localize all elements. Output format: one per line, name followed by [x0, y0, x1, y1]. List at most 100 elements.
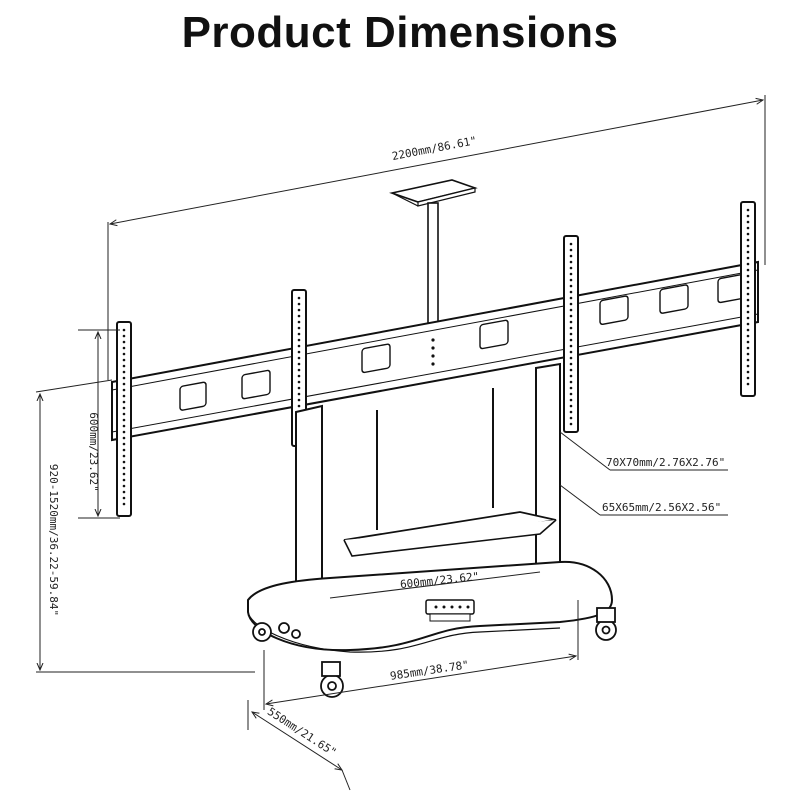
- bracket-hole: [122, 406, 126, 410]
- bracket-hole: [569, 338, 573, 342]
- bracket-hole: [746, 220, 750, 224]
- bracket-hole: [746, 268, 750, 272]
- bracket-hole: [746, 328, 750, 332]
- mounting-beam: [111, 260, 759, 442]
- bracket-hole: [569, 374, 573, 378]
- bracket-hole: [122, 442, 126, 446]
- bracket-hole: [122, 472, 126, 476]
- bracket-hole: [746, 316, 750, 320]
- bracket-hole: [569, 392, 573, 396]
- bracket-hole: [122, 490, 126, 494]
- bracket-hole: [122, 358, 126, 362]
- bracket-hole: [569, 386, 573, 390]
- bracket-hole: [122, 418, 126, 422]
- bracket-hole: [297, 386, 301, 390]
- bracket-hole: [569, 410, 573, 414]
- height-range-dimension: 920-1520mm/36.22-59.84": [35, 379, 255, 673]
- bracket-hole: [569, 242, 573, 246]
- bracket-hole: [297, 332, 301, 336]
- interface-callout-65: 65X65mm/2.56X2.56": [559, 484, 728, 516]
- bracket-hole: [569, 350, 573, 354]
- bracket-hole: [297, 362, 301, 366]
- bracket-hole: [746, 322, 750, 326]
- bracket-hole: [746, 280, 750, 284]
- bracket-hole: [122, 466, 126, 470]
- bracket-hole: [569, 404, 573, 408]
- bracket-hole: [122, 478, 126, 482]
- bracket-hole: [746, 250, 750, 254]
- bracket-hole: [746, 208, 750, 212]
- base-depth-label: 550mm/21.65": [265, 705, 339, 759]
- bracket-hole: [746, 244, 750, 248]
- bracket-hole: [122, 334, 126, 338]
- media-shelf: [343, 511, 557, 557]
- bracket-hole: [746, 376, 750, 380]
- bracket-hole: [569, 248, 573, 252]
- bracket-hole: [297, 338, 301, 342]
- bracket-hole: [122, 460, 126, 464]
- height-range-label: 920-1520mm/36.22-59.84": [47, 464, 60, 616]
- bracket-hole: [569, 326, 573, 330]
- bracket-hole: [746, 310, 750, 314]
- interface-65-label: 65X65mm/2.56X2.56": [602, 501, 721, 514]
- bracket-hole: [297, 344, 301, 348]
- bracket-hole: [746, 292, 750, 296]
- bracket-hole: [746, 382, 750, 386]
- bracket-hole: [122, 400, 126, 404]
- bracket-hole: [569, 308, 573, 312]
- bracket-hole: [746, 340, 750, 344]
- bracket-hole: [569, 380, 573, 384]
- bracket-hole: [746, 298, 750, 302]
- bracket-hole: [746, 364, 750, 368]
- bracket-hole: [569, 416, 573, 420]
- bracket-hole: [569, 296, 573, 300]
- bracket-hole: [297, 326, 301, 330]
- bracket-hole: [746, 238, 750, 242]
- wheel-right: [595, 607, 617, 641]
- bracket-hole: [297, 398, 301, 402]
- overall-width-label: 2200mm/86.61": [391, 134, 478, 163]
- bracket-hole: [569, 344, 573, 348]
- bracket-hole: [297, 320, 301, 324]
- base-depth-dimension: 550mm/21.65": [247, 700, 351, 791]
- bracket-hole: [746, 226, 750, 230]
- bracket-hole: [569, 254, 573, 258]
- bracket-hole: [122, 484, 126, 488]
- bracket-hole: [122, 388, 126, 392]
- interface-callout-70: 70X70mm/2.76X2.76": [559, 431, 728, 471]
- bracket-hole: [746, 358, 750, 362]
- bracket-hole: [746, 334, 750, 338]
- bracket-hole: [122, 424, 126, 428]
- bracket-hole: [569, 422, 573, 426]
- bracket-hole: [297, 314, 301, 318]
- bracket-hole: [746, 304, 750, 308]
- bracket-hole: [746, 232, 750, 236]
- bracket-hole: [746, 274, 750, 278]
- bracket-hole: [297, 356, 301, 360]
- vesa-height-dimension: 600mm/23.62": [78, 329, 120, 519]
- bracket-hole: [569, 290, 573, 294]
- bracket-hole: [297, 380, 301, 384]
- bracket-hole: [569, 284, 573, 288]
- bracket-hole: [569, 332, 573, 336]
- bracket-holes: [122, 208, 750, 506]
- wheel-front-left: [252, 622, 301, 642]
- bracket-hole: [122, 412, 126, 416]
- bracket-hole: [122, 448, 126, 452]
- bracket-hole: [569, 314, 573, 318]
- bracket-hole: [122, 454, 126, 458]
- bracket-hole: [569, 302, 573, 306]
- bracket-hole: [122, 328, 126, 332]
- bracket-hole: [746, 256, 750, 260]
- bracket-hole: [746, 262, 750, 266]
- bracket-hole: [746, 352, 750, 356]
- interface-70-label: 70X70mm/2.76X2.76": [606, 456, 725, 469]
- bracket-hole: [122, 394, 126, 398]
- bracket-hole: [122, 376, 126, 380]
- camera-shelf: [389, 179, 478, 324]
- bracket-hole: [297, 296, 301, 300]
- bracket-hole: [569, 260, 573, 264]
- bracket-hole: [297, 404, 301, 408]
- bracket-hole: [122, 346, 126, 350]
- bracket-hole: [569, 362, 573, 366]
